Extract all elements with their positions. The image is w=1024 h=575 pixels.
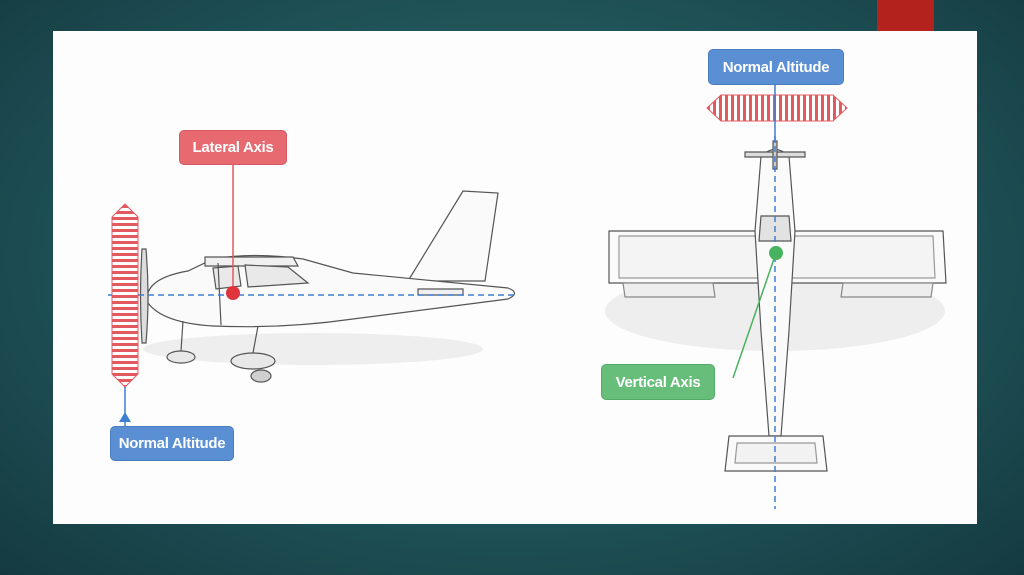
accent-block (877, 0, 934, 31)
top-altitude-arrow (706, 94, 848, 122)
lateral-axis-point (226, 286, 240, 300)
side-altitude-arrow (111, 203, 139, 388)
normal-altitude-label-top: Normal Altitude (708, 49, 844, 85)
vertical-axis-label: Vertical Axis (601, 364, 715, 400)
lateral-axis-label: Lateral Axis (179, 130, 287, 165)
normal-altitude-label-side: Normal Altitude (110, 426, 234, 461)
airplane-axes-diagram (108, 81, 947, 509)
diagram-panel: Lateral Axis Normal Altitude Normal Alti… (53, 31, 977, 524)
side-view-airplane (139, 190, 516, 383)
